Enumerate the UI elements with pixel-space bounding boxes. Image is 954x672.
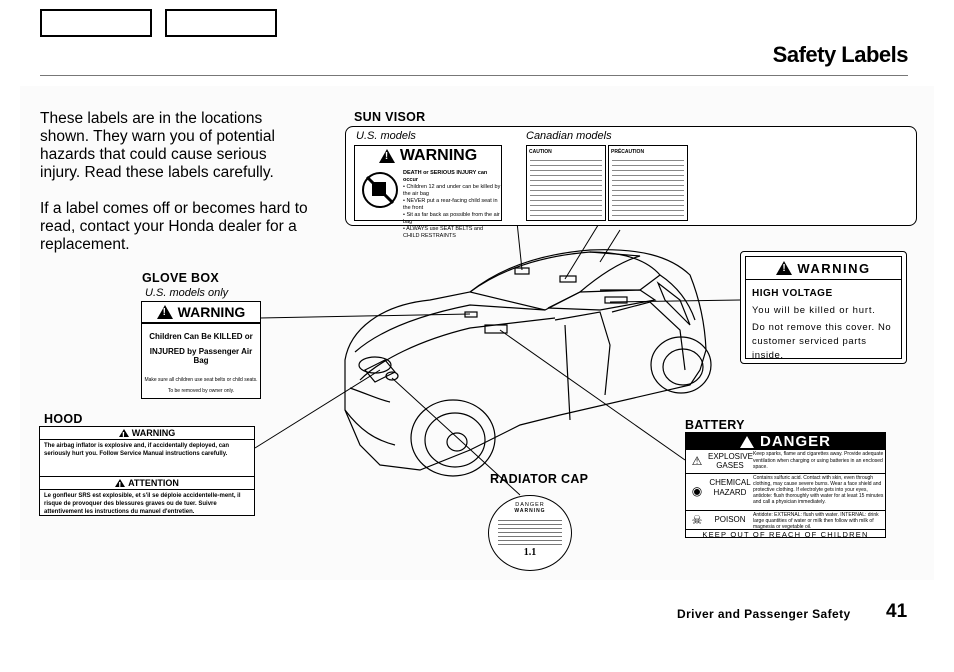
glove-box-subheading: U.S. models only (145, 287, 229, 299)
sun-visor-us-warning: WARNING DEATH or SERIOUS INJURY can occu… (354, 145, 502, 239)
nav-button-left[interactable] (40, 9, 152, 37)
glove-box-warning-header: WARNING (142, 302, 260, 324)
hood-heading: HOOD (44, 412, 83, 426)
battery-row-name: POISON (714, 515, 746, 524)
radiator-cap-heading: RADIATOR CAP (490, 472, 589, 486)
battery-row-text: Antidote: EXTERNAL: flush with water. IN… (753, 512, 879, 529)
glove-box-label: WARNING Children Can Be KILLED or INJURE… (141, 301, 261, 399)
sun-visor-line: DEATH or SERIOUS INJURY can occur (403, 170, 488, 183)
header-divider (40, 75, 908, 76)
sun-visor-canadian-precaution: PRÉCAUTION (608, 145, 688, 221)
page-number: 41 (886, 601, 908, 622)
nav-button-right[interactable] (165, 9, 277, 37)
sun-visor-canadian-caution: CAUTION (526, 145, 606, 221)
hood-attention-title: ATTENTION (128, 478, 179, 488)
glove-box-line-3: Make sure all children use seat belts or… (144, 377, 258, 383)
danger-triangle-icon (739, 435, 754, 448)
poison-icon: ☠ (691, 513, 703, 527)
battery-row-chemical: ◉ CHEMICAL HAZARD Contains sulfuric acid… (686, 474, 885, 511)
radiator-cap-danger: DANGER (515, 502, 545, 508)
sun-visor-line: • Sit as far back as possible from the a… (403, 212, 500, 225)
battery-row-explosive: ⚠ EXPLOSIVE GASES Keep sparks, flame and… (686, 450, 885, 474)
battery-row-name: CHEMICAL HAZARD (709, 478, 751, 497)
high-voltage-warning-title: WARNING (797, 260, 871, 276)
warning-triangle-icon (378, 149, 395, 163)
hood-warning-header: WARNING (40, 427, 254, 442)
battery-label: DANGER ⚠ EXPLOSIVE GASES Keep sparks, fl… (685, 432, 886, 539)
radiator-cap-label: DANGER WARNING 1.1 (488, 495, 572, 571)
no-child-seat-icon (362, 172, 398, 208)
battery-row-text: Keep sparks, flame and cigarettes away. … (753, 451, 884, 470)
high-voltage-line-1: You will be killed or hurt. (752, 305, 876, 316)
footer-section-title: Driver and Passenger Safety (677, 607, 851, 621)
radiator-cap-warning: WARNING (514, 508, 546, 514)
precaution-fine-print (612, 156, 684, 216)
sun-visor-line: • Children 12 and under can be killed by… (403, 184, 501, 197)
warning-triangle-icon (776, 261, 793, 275)
precaution-title: PRÉCAUTION (611, 149, 645, 155)
caution-fine-print (530, 156, 602, 216)
radiator-cap-fine-print (498, 517, 562, 547)
sun-visor-line: • NEVER put a rear-facing child seat in … (403, 198, 498, 211)
hood-attention-header: ATTENTION (40, 476, 254, 492)
high-voltage-inner: WARNING HIGH VOLTAGE You will be killed … (745, 256, 902, 361)
warning-triangle-icon (115, 479, 126, 492)
battery-row-name: EXPLOSIVE GASES (708, 452, 753, 470)
hood-warning-text: The airbag inflator is explosive and, if… (44, 443, 230, 457)
goggles-icon: ◉ (691, 484, 703, 498)
sun-visor-line: • ALWAYS use SEAT BELTS and CHILD RESTRA… (403, 226, 484, 239)
glove-box-warning-title: WARNING (177, 304, 246, 320)
glove-box-line-2: INJURED by Passenger Air Bag (149, 347, 253, 365)
sun-visor-heading: SUN VISOR (354, 110, 426, 124)
page-title: Safety Labels (772, 42, 909, 67)
warning-triangle-icon (118, 429, 129, 442)
sun-visor-label: U.S. models Canadian models WARNING DEAT… (345, 126, 917, 239)
high-voltage-line-2: Do not remove this cover. No customer se… (752, 322, 892, 361)
hood-label: WARNING The airbag inflator is explosive… (39, 426, 255, 516)
warning-triangle-icon (156, 305, 173, 319)
high-voltage-label: WARNING HIGH VOLTAGE You will be killed … (740, 251, 907, 364)
explosion-icon: ⚠ (691, 454, 703, 468)
battery-row-text: Contains sulfuric acid. Contact with ski… (753, 475, 884, 505)
battery-danger-title: DANGER (759, 433, 831, 450)
battery-danger-header: DANGER (686, 433, 885, 450)
caution-title: CAUTION (529, 149, 552, 155)
battery-heading: BATTERY (685, 418, 745, 432)
hood-warning-title: WARNING (131, 428, 176, 438)
sun-visor-canadian-models: Canadian models (526, 130, 612, 142)
sun-visor-warning-header: WARNING (355, 146, 501, 166)
intro-paragraph-2: If a label comes off or becomes hard to … (40, 200, 308, 253)
glove-box-line-4: To be removed by owner only. (167, 388, 235, 394)
high-voltage-warning-header: WARNING (746, 257, 901, 280)
glove-box-line-1: Children Can Be KILLED or (149, 332, 253, 341)
hood-attention-text: Le gonfleur SRS est explosible, et s'il … (44, 493, 241, 515)
sun-visor-us-models: U.S. models (356, 130, 416, 142)
intro-paragraph-1: These labels are in the locations shown.… (40, 110, 275, 181)
battery-footer: KEEP OUT OF REACH OF CHILDREN (686, 529, 885, 539)
sun-visor-warning-lines: DEATH or SERIOUS INJURY can occur • Chil… (403, 170, 501, 240)
battery-row-poison: ☠ POISON Antidote: EXTERNAL: flush with … (686, 511, 885, 529)
radiator-cap-rating: 1.1 (523, 547, 537, 558)
sun-visor-warning-title: WARNING (399, 147, 478, 164)
glove-box-heading: GLOVE BOX (142, 271, 220, 285)
high-voltage-title: HIGH VOLTAGE (752, 288, 833, 299)
